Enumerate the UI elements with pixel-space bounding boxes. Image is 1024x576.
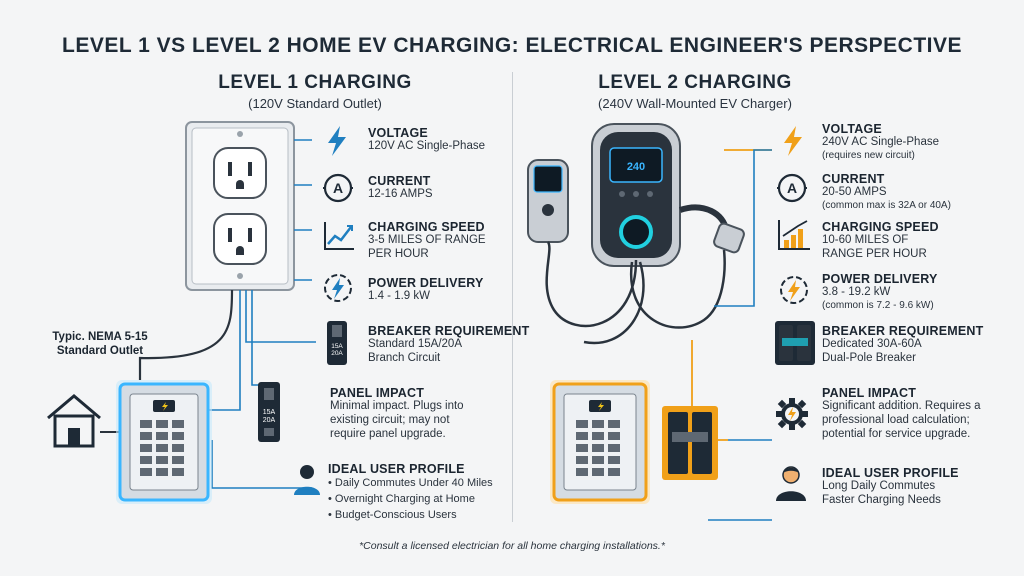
l1-user: IDEAL USER PROFILE Daily Commutes Under …: [328, 462, 493, 524]
breaker-label-15a: 15A: [263, 409, 276, 416]
level2-illustration: 240: [527, 123, 772, 521]
power-gauge-icon: [780, 276, 808, 304]
l2-speed: CHARGING SPEED 10-60 MILES OF RANGE PER …: [822, 220, 939, 262]
l2-user: IDEAL USER PROFILE Long Daily Commutes F…: [822, 466, 959, 508]
wall-outlet-icon: [185, 121, 295, 291]
l2-speed-head: CHARGING SPEED: [822, 220, 939, 234]
level1-subtitle: (120V Standard Outlet): [248, 96, 382, 111]
l1-breaker-body2: Branch Circuit: [368, 351, 441, 364]
l2-panel-body1: Significant addition. Requires a: [822, 400, 981, 412]
l1-panel-body3: require panel upgrade.: [330, 427, 446, 440]
charging-connector-icon: [679, 204, 745, 254]
column-divider: [512, 72, 513, 522]
l1-power: POWER DELIVERY 1.4 - 1.9 kW: [368, 276, 484, 304]
svg-text:A: A: [333, 180, 343, 196]
l2-speed-body2: RANGE PER HOUR: [822, 247, 927, 260]
power-gauge-icon: [324, 274, 352, 302]
dual-pole-breaker-icon: [662, 406, 718, 480]
l1-current: CURRENT 12-16 AMPS: [368, 174, 433, 202]
dual-breaker-icon: [775, 321, 815, 365]
l1-breaker: BREAKER REQUIREMENT Standard 15A/20A Bra…: [368, 324, 529, 366]
svg-text:A: A: [787, 180, 797, 196]
user-profile-icon: [776, 466, 806, 501]
l1-speed-head: CHARGING SPEED: [368, 220, 485, 234]
breaker-switch-icon: 15A 20A: [327, 321, 347, 365]
l1-voltage-body: 120V AC Single-Phase: [368, 140, 485, 152]
upgraded-panel-icon: [550, 380, 650, 504]
ev-charger-icon: 240: [591, 123, 681, 267]
l2-panel-body3: potential for service upgrade.: [822, 427, 971, 440]
l2-power-body: 3.8 - 19.2 kW: [822, 286, 891, 298]
l2-breaker-body1: Dedicated 30A-60A: [822, 338, 922, 350]
gear-bolt-icon: [776, 398, 808, 430]
l1-power-body: 1.4 - 1.9 kW: [368, 290, 430, 302]
level1-illustration: 15A 20A: [47, 121, 316, 504]
l1-current-body: 12-16 AMPS: [368, 188, 433, 200]
l2-user-body1: Long Daily Commutes: [822, 480, 936, 492]
speed-bars-icon: [778, 220, 810, 250]
level1-title: LEVEL 1 CHARGING: [218, 72, 412, 93]
page-title: LEVEL 1 VS LEVEL 2 HOME EV CHARGING: ELE…: [62, 34, 962, 57]
l2-user-body2: Faster Charging Needs: [822, 493, 941, 506]
breaker-icon: 15A 20A: [258, 382, 280, 442]
l2-voltage-head: VOLTAGE: [822, 122, 882, 136]
l1-breaker-body1: Standard 15A/20A: [368, 338, 462, 350]
l1-user-head: IDEAL USER PROFILE: [328, 462, 465, 476]
breaker-label-20a: 20A: [263, 417, 276, 424]
l2-current: CURRENT 20-50 AMPS (common max is 32A or…: [822, 172, 951, 211]
l1-voltage-head: VOLTAGE: [368, 126, 428, 140]
l2-panel-head: PANEL IMPACT: [822, 386, 917, 400]
ammeter-icon: A: [323, 173, 353, 203]
l1-user-list: Daily Commutes Under 40 Miles Overnight …: [328, 476, 493, 524]
outlet-label-line2: Standard Outlet: [56, 345, 144, 358]
disclaimer-footer: *Consult a licensed electrician for all …: [359, 540, 665, 552]
l1-speed-body2: PER HOUR: [368, 247, 429, 260]
l2-voltage: VOLTAGE 240V AC Single-Phase (requires n…: [822, 122, 939, 161]
user-profile-icon: [294, 465, 320, 495]
outlet-label: Typic. NEMA 5-15 Standard Outlet: [40, 330, 160, 359]
l2-breaker: BREAKER REQUIREMENT Dedicated 30A-60A Du…: [822, 324, 983, 366]
l2-breaker-head: BREAKER REQUIREMENT: [822, 324, 984, 338]
l2-speed-body1: 10-60 MILES OF: [822, 234, 909, 246]
svg-text:15A: 15A: [331, 343, 343, 350]
l2-voltage-note: (requires new circuit): [822, 149, 915, 161]
l1-panel-head: PANEL IMPACT: [330, 386, 425, 400]
l1-speed-body1: 3-5 MILES OF RANGE: [368, 234, 486, 246]
svg-text:20A: 20A: [331, 350, 343, 357]
l1-breaker-head: BREAKER REQUIREMENT: [368, 324, 530, 338]
lightning-icon: [328, 126, 346, 156]
lightning-icon: [784, 126, 802, 156]
l1-current-head: CURRENT: [368, 174, 431, 188]
list-item: Daily Commutes Under 40 Miles: [328, 476, 493, 492]
l2-voltage-body: 240V AC Single-Phase: [822, 136, 939, 148]
l2-power-head: POWER DELIVERY: [822, 272, 938, 286]
l2-user-head: IDEAL USER PROFILE: [822, 466, 959, 480]
l1-panel: PANEL IMPACT Minimal impact. Plugs into …: [330, 386, 464, 441]
l2-current-body: 20-50 AMPS: [822, 186, 887, 198]
ammeter-icon: A: [777, 173, 807, 203]
level2-title: LEVEL 2 CHARGING: [598, 72, 792, 93]
level2-subtitle: (240V Wall-Mounted EV Charger): [598, 96, 792, 111]
outlet-label-line1: Typic. NEMA 5-15: [52, 331, 148, 343]
l2-current-head: CURRENT: [822, 172, 885, 186]
l2-current-note: (common max is 32A or 40A): [822, 199, 951, 211]
speed-chart-icon: [324, 222, 354, 250]
l1-power-head: POWER DELIVERY: [368, 276, 484, 290]
list-item: Budget-Conscious Users: [328, 508, 493, 524]
l2-panel: PANEL IMPACT Significant addition. Requi…: [822, 386, 981, 441]
l2-power: POWER DELIVERY 3.8 - 19.2 kW (common is …: [822, 272, 938, 311]
l2-power-note: (common is 7.2 - 9.6 kW): [822, 299, 934, 311]
l1-panel-body2: existing circuit; may not: [330, 413, 450, 426]
l1-voltage: VOLTAGE 120V AC Single-Phase: [368, 126, 485, 154]
charger-display: 240: [627, 161, 645, 173]
l2-breaker-body2: Dual-Pole Breaker: [822, 351, 916, 364]
list-item: Overnight Charging at Home: [328, 492, 493, 508]
charger-handle-icon: [527, 159, 569, 243]
electrical-panel-icon: [116, 380, 212, 504]
l2-panel-body2: professional load calculation;: [822, 413, 970, 426]
l1-panel-body1: Minimal impact. Plugs into: [330, 400, 464, 412]
house-icon: [47, 394, 101, 448]
l1-speed: CHARGING SPEED 3-5 MILES OF RANGE PER HO…: [368, 220, 486, 262]
